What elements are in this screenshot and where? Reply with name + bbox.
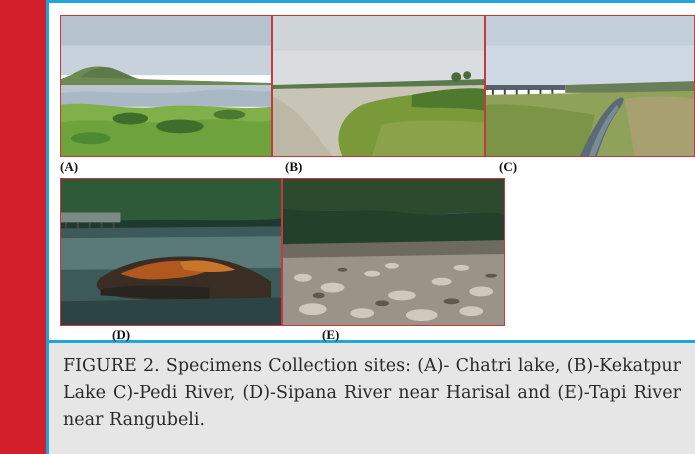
panel-label-c: (C): [499, 159, 518, 174]
photo-e-tapi-river: [282, 178, 505, 326]
panel-label-d: (D): [112, 327, 131, 342]
panel-label-e: (E): [322, 327, 340, 342]
panel-label-b: (B): [285, 159, 303, 174]
photo-c-pedi-river: [485, 15, 695, 157]
photo-b-kekatpur-lake: [272, 15, 485, 157]
photo-a-chatri-lake: [60, 15, 272, 157]
panel-label-a: (A): [60, 159, 79, 174]
left-accent-bar: [0, 0, 46, 454]
photo-d-sipana-river: [60, 178, 282, 326]
figure-caption: FIGURE 2. Specimens Collection sites: (A…: [63, 356, 681, 430]
figure-caption-box: FIGURE 2. Specimens Collection sites: (A…: [46, 343, 695, 454]
